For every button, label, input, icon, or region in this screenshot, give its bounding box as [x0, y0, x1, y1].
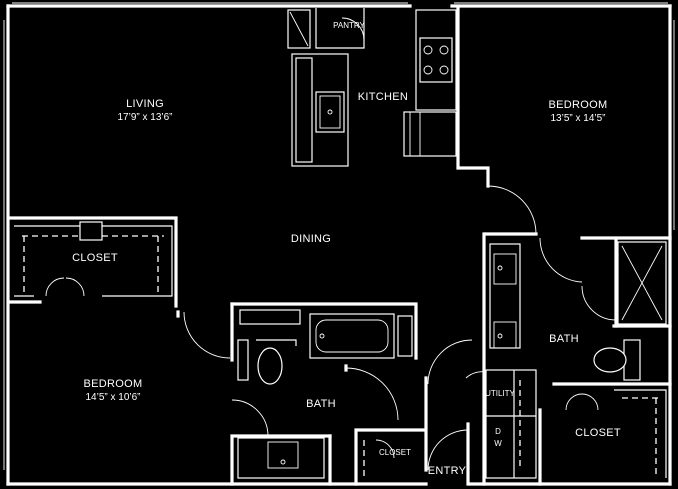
living-room-dims: 17’9” x 13’6”	[117, 112, 172, 123]
kitchen-sink	[315, 91, 345, 133]
bedroom-right-label: BEDROOM	[549, 99, 608, 111]
exterior-walls	[3, 2, 675, 486]
toilet	[257, 347, 283, 385]
range	[419, 37, 453, 83]
kitchen-area	[287, 6, 490, 188]
dining-label: DINING	[291, 233, 331, 245]
bath-right-label: BATH	[549, 333, 579, 345]
bath-center-label: BATH	[306, 398, 336, 410]
kitchen-cabinet-lower	[403, 111, 457, 157]
living-room-label: LIVING	[126, 98, 164, 110]
kitchen-label: KITCHEN	[358, 91, 408, 103]
toilet-right	[593, 347, 627, 373]
dishwasher-d-label: D	[495, 427, 501, 436]
entry-label: ENTRY	[428, 465, 467, 477]
room-labels: LIVING 17’9” x 13’6” KITCHEN PANTRY BEDR…	[72, 21, 621, 477]
kitchen-counter-right	[415, 9, 457, 111]
closet-small-label: CLOSET	[379, 448, 411, 457]
bath-right	[482, 232, 672, 486]
bedroom-right-dims: 13’5” x 14’5”	[550, 113, 605, 124]
bath-right-vanity	[489, 243, 521, 349]
bedroom-left-dims: 14’5” x 10’6”	[85, 392, 140, 403]
closet-right-label: CLOSET	[575, 427, 621, 439]
pantry-label: PANTRY	[333, 21, 365, 30]
closet-left-label: CLOSET	[72, 252, 118, 264]
dishwasher-w-label: W	[494, 439, 502, 448]
utility-label: UTILITY	[485, 389, 515, 398]
bath-vanity	[237, 437, 325, 479]
bedroom-right-walls	[484, 185, 672, 283]
utility-closet	[485, 369, 537, 479]
entry-utility	[424, 339, 537, 486]
bath-center	[176, 302, 426, 486]
closet-left	[8, 216, 178, 308]
bedroom-left-label: BEDROOM	[84, 378, 143, 390]
